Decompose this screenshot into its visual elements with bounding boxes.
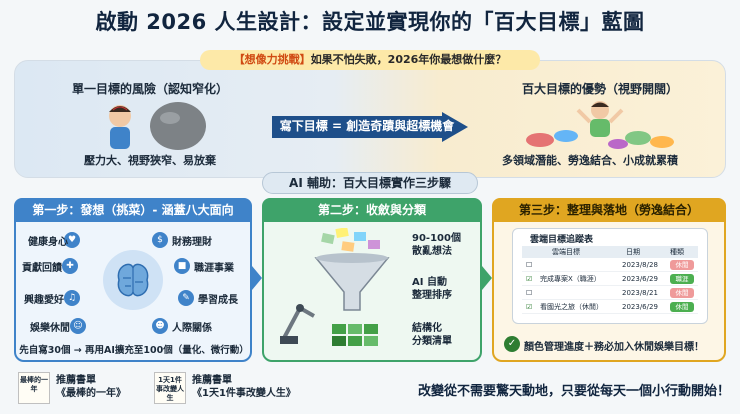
table-row[interactable]: ☐ 2023/8/21 休閒 [522, 286, 698, 300]
briefcase-icon: ■ [174, 258, 190, 274]
imagination-prompt: 【想像力挑戰】如果不怕失敗，2026年你最想做什麼？ [200, 50, 540, 70]
step3-heading: 第三步：整理與落地（勞逸結合） [492, 198, 726, 222]
ai-steps-heading: AI 輔助：百大目標實作三步驟 [262, 172, 478, 194]
hundred-goals-heading: 百大目標的優勢（視野開闊） [521, 82, 678, 96]
closing-message: 改變從不需要驚天動地，只要從每天一個小行動開始！ [417, 384, 730, 399]
col-kind: 種類 [670, 248, 684, 256]
leisure-icon: ☺ [70, 318, 86, 334]
people-icon: ☻ [152, 318, 168, 334]
tracker-header: 雲端目標 日期 種類 [522, 246, 698, 258]
facet-career: 職涯事業 [194, 263, 234, 274]
happy-person-illustration [526, 101, 674, 149]
step2-panel [262, 198, 482, 362]
row-checkbox[interactable]: ☑ [526, 303, 533, 311]
col-date: 日期 [626, 248, 640, 256]
money-icon: $ [152, 232, 168, 248]
facet-contribution: 貢獻回饋 [22, 263, 62, 274]
book-cover-one-thing: 1天1件事改變人生 [154, 372, 186, 404]
step2-to-step3-arrow-icon [482, 266, 492, 290]
step1-to-step2-arrow-icon [252, 266, 262, 290]
structured-list-label: 結構化 分類清單 [412, 323, 452, 347]
facet-health: 健康身心 [28, 237, 68, 248]
funnel-illustration [280, 228, 390, 346]
kind-badge: 休閒 [670, 302, 694, 312]
book-one-thing-label: 推薦書單 《1天1件事改變人生》 [192, 375, 296, 399]
row-goal: 完成專案X（職涯） [540, 275, 601, 283]
step3-footer: 顏色管理進度＋務必加入休閒娛樂目標！ [524, 342, 704, 353]
step1-footer: 先自寫30個 → 再用AI擴充至100個（量化、微行動） [19, 345, 249, 356]
table-row[interactable]: ☑ 完成專案X（職涯） 2023/6/29 職涯 [522, 272, 698, 286]
facet-leisure: 娛樂休閒 [30, 323, 70, 334]
single-goal-heading: 單一目標的風險（認知窄化） [71, 82, 228, 96]
facet-relationships: 人際關係 [172, 323, 212, 334]
contribution-icon: ✚ [62, 258, 78, 274]
prompt-text: 如果不怕失敗，2026年你最想做什麼？ [310, 53, 507, 66]
step2-heading: 第二步：收斂與分類 [262, 198, 482, 222]
check-circle-icon: ✓ [504, 336, 520, 352]
book-cover-best-year: 最棒的一年 [18, 372, 50, 404]
row-date: 2023/6/29 [622, 303, 658, 311]
row-date: 2023/8/28 [622, 261, 658, 269]
row-date: 2023/8/21 [622, 289, 658, 297]
table-row[interactable]: ☐ 2023/8/28 休閒 [522, 258, 698, 272]
kind-badge: 職涯 [670, 274, 694, 284]
arrow-caption: 寫下目標 = 創造奇蹟與超標機會 [279, 119, 455, 133]
facet-learning: 學習成長 [198, 295, 238, 306]
health-icon: ♥ [64, 232, 80, 248]
book-icon: ✎ [178, 290, 194, 306]
hobby-icon: ♫ [64, 290, 80, 306]
facet-hobby: 興趣愛好 [24, 295, 64, 306]
prompt-tag: 【想像力挑戰】 [233, 53, 311, 66]
row-checkbox[interactable]: ☐ [526, 289, 533, 297]
tracker-title: 雲端目標追蹤表 [530, 235, 594, 245]
row-goal: 看國光之旅（休閒） [540, 303, 603, 311]
single-goal-caption: 壓力大、視野狹窄、易放棄 [84, 154, 216, 167]
row-checkbox[interactable]: ☐ [526, 261, 533, 269]
step1-heading: 第一步：發想（挑菜）- 涵蓋八大面向 [14, 198, 252, 222]
stressed-person-illustration [109, 102, 206, 150]
book-best-year-label: 推薦書單 《最棒的一年》 [56, 375, 126, 399]
kind-badge: 休閒 [670, 260, 694, 270]
hundred-goals-caption: 多領域潛能、勞逸結合、小成就累積 [502, 154, 678, 167]
col-goal: 雲端目標 [552, 248, 580, 256]
page-title: 啟動 2026 人生設計：設定並實現你的「百大目標」藍圖 [95, 10, 645, 34]
arrow-right-icon [272, 112, 468, 142]
facet-finance: 財務理財 [172, 237, 212, 248]
scattered-ideas-label: 90-100個 散亂想法 [412, 233, 461, 257]
kind-badge: 休閒 [670, 288, 694, 298]
row-date: 2023/6/29 [622, 275, 658, 283]
ai-sort-label: AI 自動 整理排序 [412, 277, 452, 301]
row-checkbox[interactable]: ☑ [526, 275, 533, 283]
brain-icon [103, 250, 163, 310]
table-row[interactable]: ☑ 看國光之旅（休閒） 2023/6/29 休閒 [522, 300, 698, 314]
